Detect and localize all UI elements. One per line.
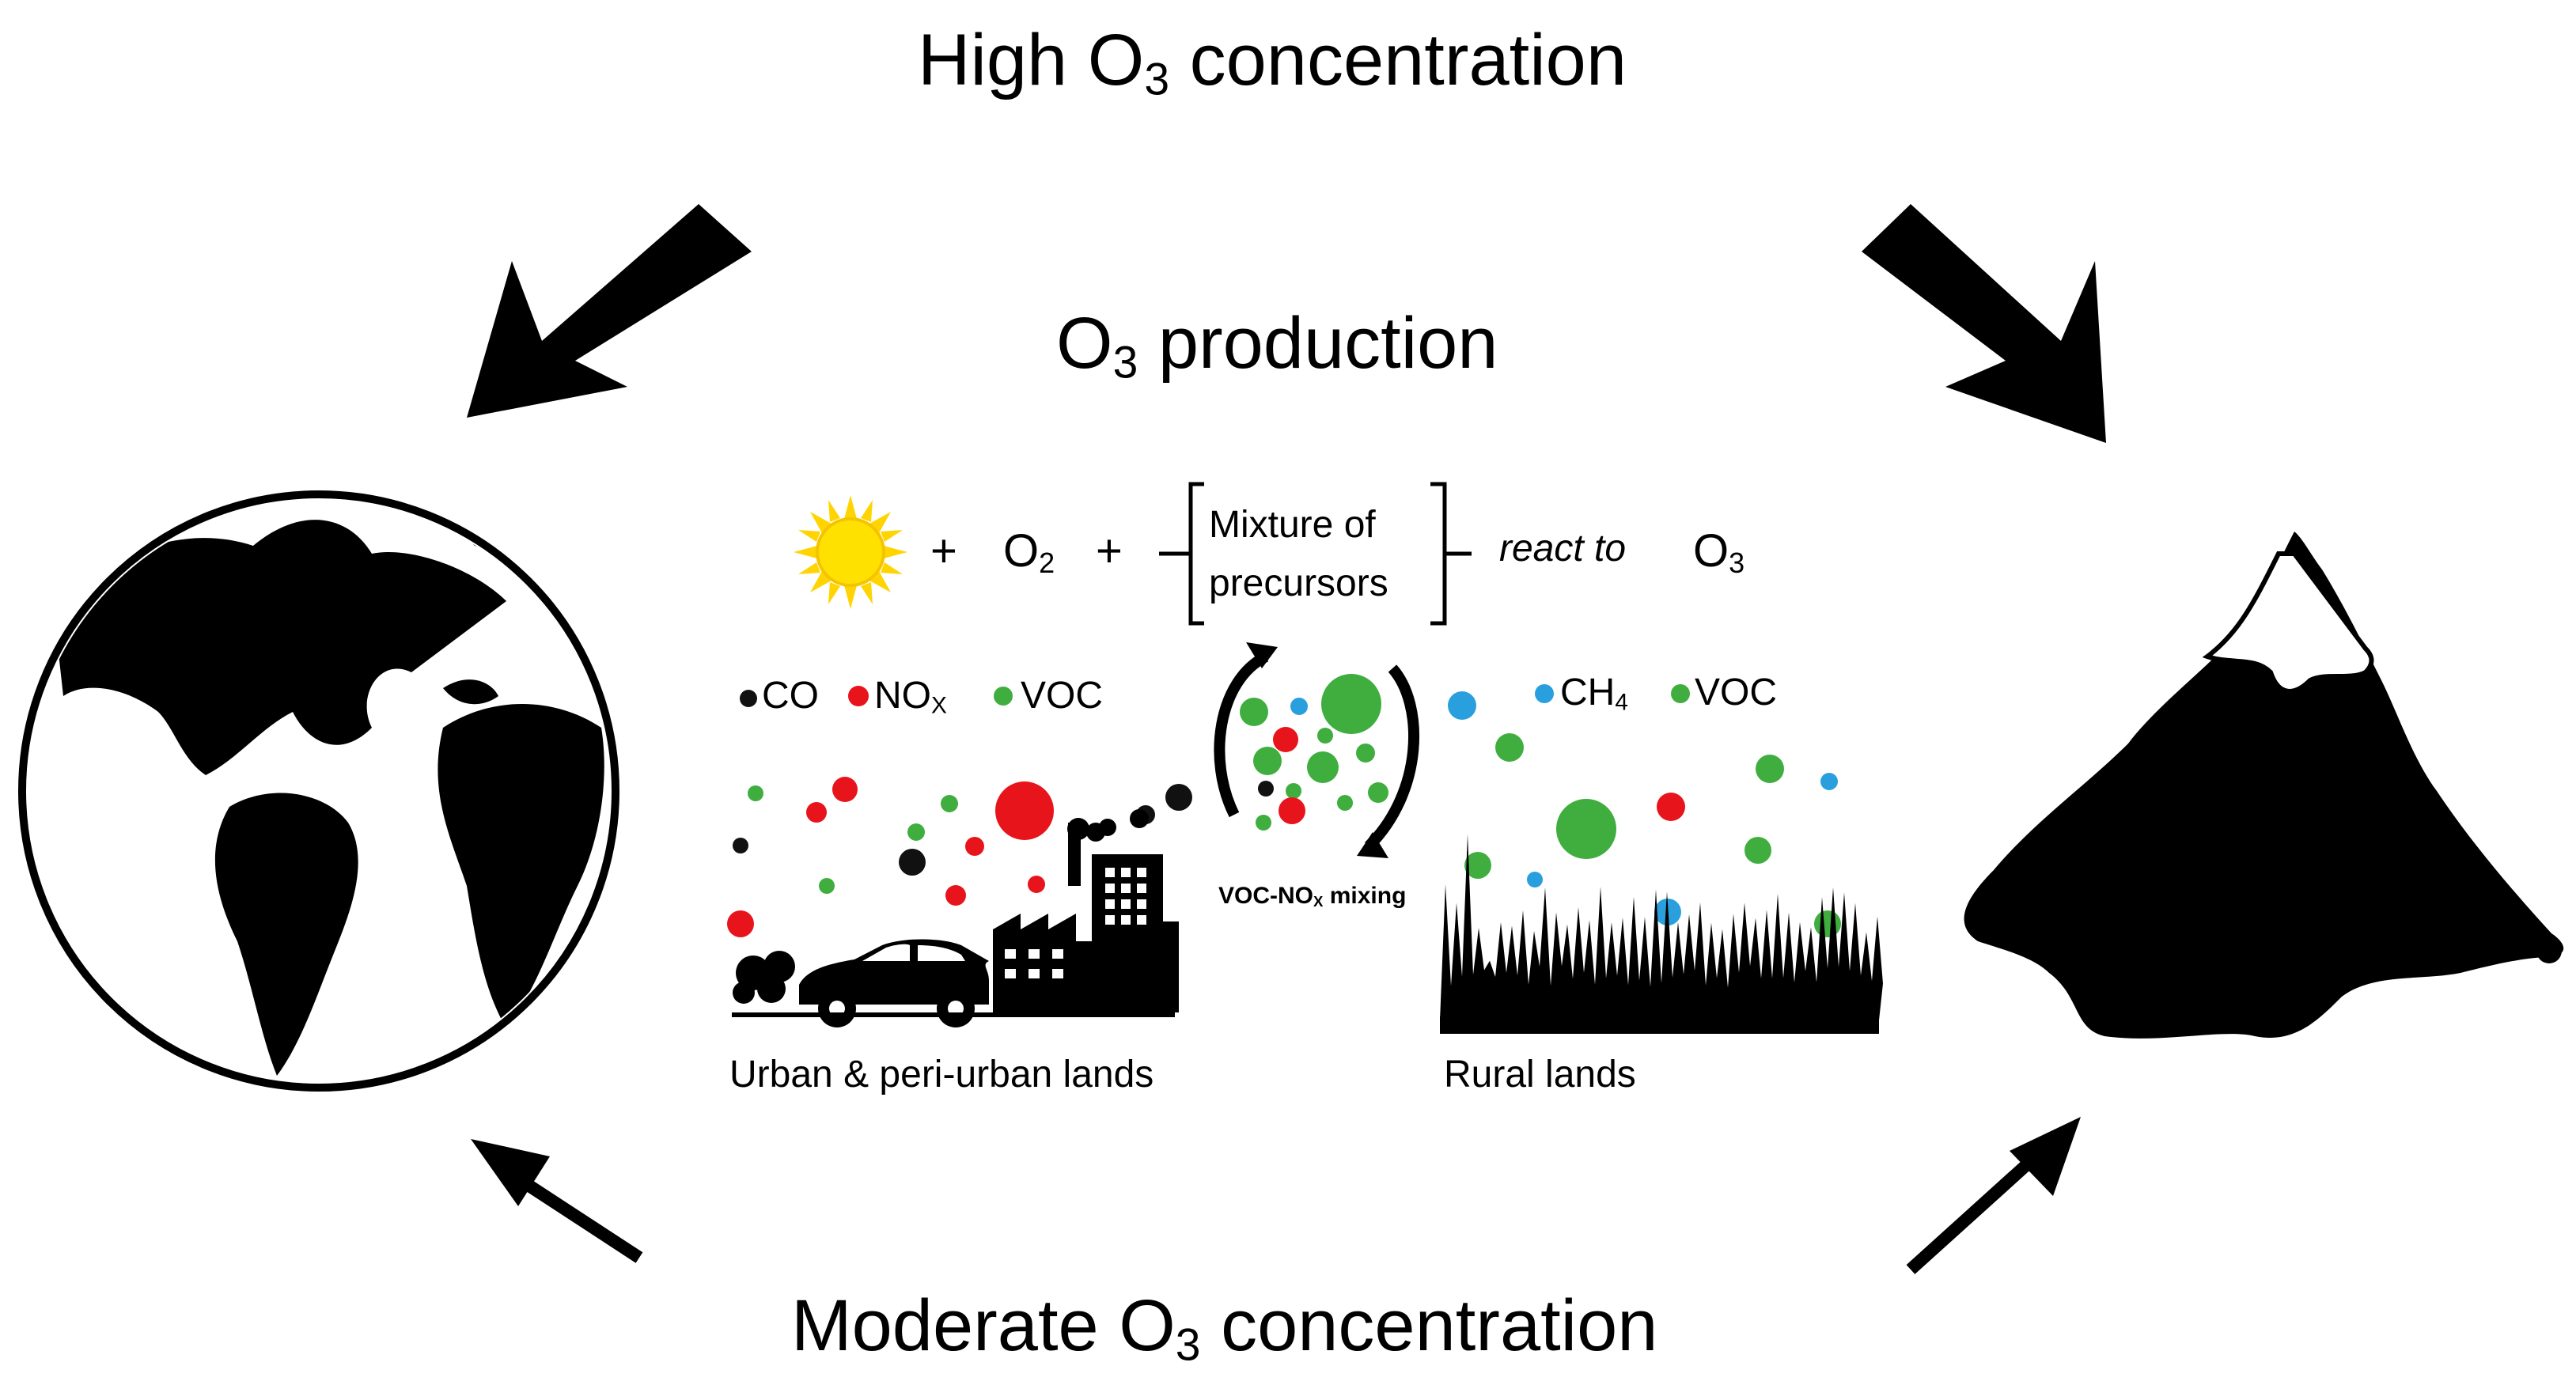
rural-particles — [1448, 691, 1841, 937]
arrow-bottom-right — [1906, 1117, 2081, 1274]
legend-nox-sub: X — [931, 692, 947, 719]
title-high-sub: 3 — [1144, 54, 1170, 105]
legend-voc-rural: VOC — [1695, 672, 1778, 713]
arrow-top-left — [467, 204, 752, 418]
legend-dot-nox — [848, 686, 869, 706]
legend-dot-voc — [994, 687, 1013, 706]
car-icon — [733, 939, 989, 1027]
o2-text: O — [1003, 525, 1040, 577]
forest-icon — [1440, 834, 1883, 1034]
o3-product-sub: 3 — [1729, 546, 1745, 579]
factory-icon — [993, 809, 1179, 1012]
mixing-sub: X — [1313, 893, 1324, 910]
arrow-top-right — [1862, 204, 2106, 443]
mixing-arrowhead-top — [1246, 642, 1278, 668]
rural-lands-label: Rural lands — [1444, 1054, 1636, 1096]
legend-ch4-sub: 4 — [1615, 689, 1628, 716]
title-moderate-o3: Moderate O3 concentration — [791, 1289, 1657, 1368]
legend-nox: NOX — [874, 675, 947, 717]
title-high-post: concentration — [1169, 20, 1627, 100]
o2-label: O2 — [1003, 525, 1055, 577]
mountain-icon — [1964, 532, 2564, 1039]
o3-product-text: O — [1693, 525, 1729, 577]
legend-co: CO — [762, 675, 819, 717]
title-prod-sub: 3 — [1112, 337, 1138, 388]
mixture-line-2: precursors — [1209, 562, 1388, 604]
plus-sign-2: + — [1096, 525, 1123, 577]
title-o3-production: O3 production — [1056, 307, 1498, 385]
mixing-arrows-icon — [1214, 651, 1419, 850]
title-prod-post: production — [1138, 303, 1498, 384]
mixture-line-1: Mixture of — [1209, 504, 1376, 546]
mixing-particles — [1240, 674, 1388, 831]
mixing-arrowhead-bottom — [1357, 832, 1388, 858]
globe-icon — [18, 490, 619, 1092]
title-mod-post: concentration — [1200, 1285, 1658, 1366]
legend-dot-voc-rural — [1671, 684, 1690, 703]
legend-dot-co — [740, 690, 757, 707]
legend-ch4: CH4 — [1560, 672, 1628, 714]
mixing-post: mixing — [1323, 883, 1407, 909]
o3-product: O3 — [1693, 525, 1744, 577]
ground-line — [732, 1012, 1175, 1017]
legend-voc: VOC — [1021, 675, 1104, 717]
legend-ch4-text: CH — [1560, 672, 1616, 713]
title-high-o3: High O3 concentration — [918, 24, 1627, 102]
o2-sub: 2 — [1039, 546, 1055, 579]
plus-sign-1: + — [930, 525, 957, 577]
mixing-text: VOC-NO — [1218, 883, 1313, 909]
legend-nox-text: NO — [874, 675, 931, 717]
arrow-bottom-left — [471, 1139, 643, 1263]
urban-lands-label: Urban & peri-urban lands — [729, 1054, 1154, 1096]
title-high-text: High O — [918, 20, 1145, 100]
sun-icon — [794, 495, 907, 609]
title-mod-text: Moderate O — [791, 1285, 1176, 1366]
react-to-label: react to — [1499, 528, 1627, 570]
title-mod-sub: 3 — [1175, 1319, 1201, 1371]
mixing-label: VOC-NOX mixing — [1218, 883, 1407, 910]
legend-dot-ch4 — [1535, 684, 1554, 703]
mixture-bracket — [1159, 482, 1472, 626]
title-prod-text: O — [1056, 303, 1113, 384]
